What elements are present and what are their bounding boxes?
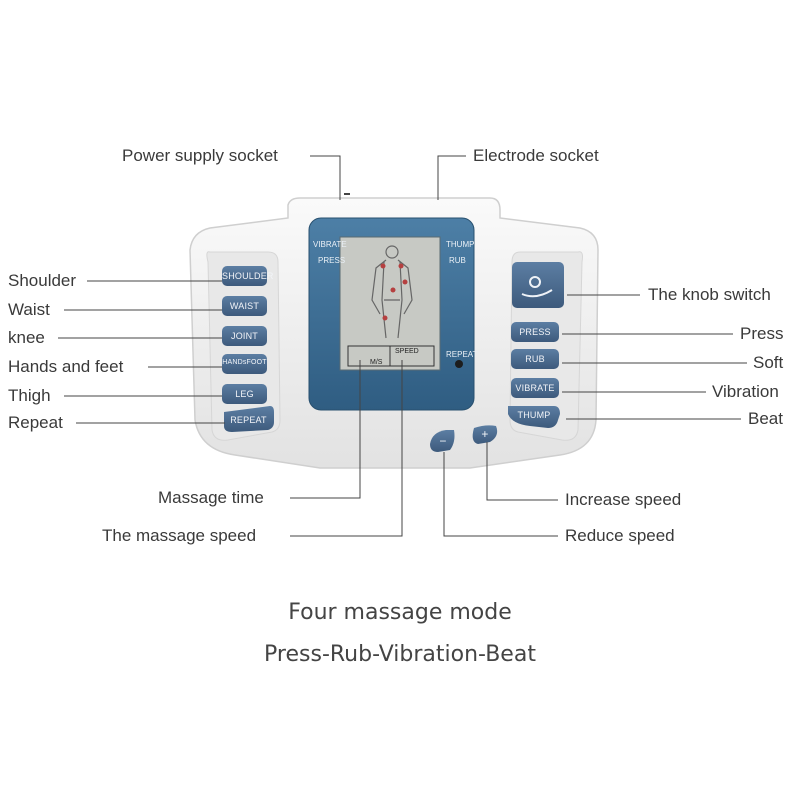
right-buttons [508, 262, 564, 428]
lcd-point [390, 287, 396, 293]
label-thigh: Thigh [8, 386, 51, 405]
label-reduce-speed: Reduce speed [565, 526, 675, 545]
lcd-label-thump: THUMP [446, 240, 475, 249]
leader-time [290, 360, 361, 499]
label-electrode-socket: Electrode socket [473, 146, 599, 165]
shoulder-button-label: SHOULDER [222, 271, 274, 281]
label-press: Press [740, 324, 784, 343]
repeat-indicator-dot [455, 360, 463, 368]
lcd-label-press: PRESS [318, 256, 346, 265]
vibrate-button-label: VIBRATE [515, 383, 555, 393]
thump-button-label: THUMP [517, 410, 551, 420]
vibrate-button [511, 378, 559, 398]
leader-speed [290, 360, 403, 537]
lcd-point [402, 279, 408, 285]
label-knee: knee [8, 328, 45, 347]
left-buttons [222, 266, 274, 432]
label-massage-time: Massage time [158, 488, 264, 507]
thump-button [508, 406, 560, 428]
handfoot-button-label: HANDsFOOT [222, 359, 267, 366]
minus-button-label: − [439, 434, 447, 448]
leader-reduce [443, 452, 558, 537]
lcd-speed-readout: SPEED [395, 348, 419, 355]
lcd-label-vibrate: VIBRATE [313, 240, 347, 249]
label-vibration: Vibration [712, 382, 779, 401]
label-massage-speed: The massage speed [102, 526, 257, 545]
repeat-button-label: REPEAT [230, 415, 267, 425]
rub-button [511, 349, 559, 369]
lcd-time-readout: M/S [370, 359, 383, 366]
caption-modes: Press-Rub-Vibration-Beat [264, 642, 536, 667]
press-button-label: PRESS [519, 327, 551, 337]
plus-button-label: + [481, 427, 489, 441]
plus-button-shape [472, 425, 498, 444]
waist-button [222, 296, 267, 316]
label-waist: Waist [8, 300, 50, 319]
lcd-point [398, 263, 404, 269]
label-increase-speed: Increase speed [565, 490, 682, 509]
lcd-status-box [347, 345, 435, 367]
leg-button-label: LEG [235, 389, 254, 399]
rub-button-label: RUB [525, 354, 545, 364]
minus-button-shape [430, 430, 455, 452]
lcd-body-figure [371, 245, 413, 339]
waist-button-label: WAIST [229, 301, 260, 311]
leader-increase [486, 442, 558, 501]
label-power-socket: Power supply socket [122, 146, 278, 165]
press-button [511, 322, 559, 342]
lcd-point [380, 263, 386, 269]
leader-power [310, 155, 341, 200]
label-hands-feet: Hands and feet [8, 357, 124, 376]
shoulder-button [222, 266, 267, 286]
handfoot-button [222, 354, 267, 374]
leader-lines [58, 155, 747, 537]
label-repeat: Repeat [8, 413, 63, 432]
lcd-point [382, 315, 388, 321]
label-beat: Beat [748, 409, 783, 428]
leader-electrode [437, 155, 466, 200]
joint-button-label: JOINT [231, 331, 258, 341]
leg-button [222, 384, 267, 404]
label-soft: Soft [753, 353, 784, 372]
label-knob-switch: The knob switch [648, 285, 771, 304]
joint-button [222, 326, 267, 346]
lcd-label-rub: RUB [449, 256, 466, 265]
repeat-button [224, 406, 274, 432]
label-shoulder: Shoulder [8, 271, 77, 290]
knob-icon [521, 276, 553, 298]
caption-title: Four massage mode [288, 600, 512, 625]
lcd-label-repeat: REPEAT [446, 350, 478, 359]
